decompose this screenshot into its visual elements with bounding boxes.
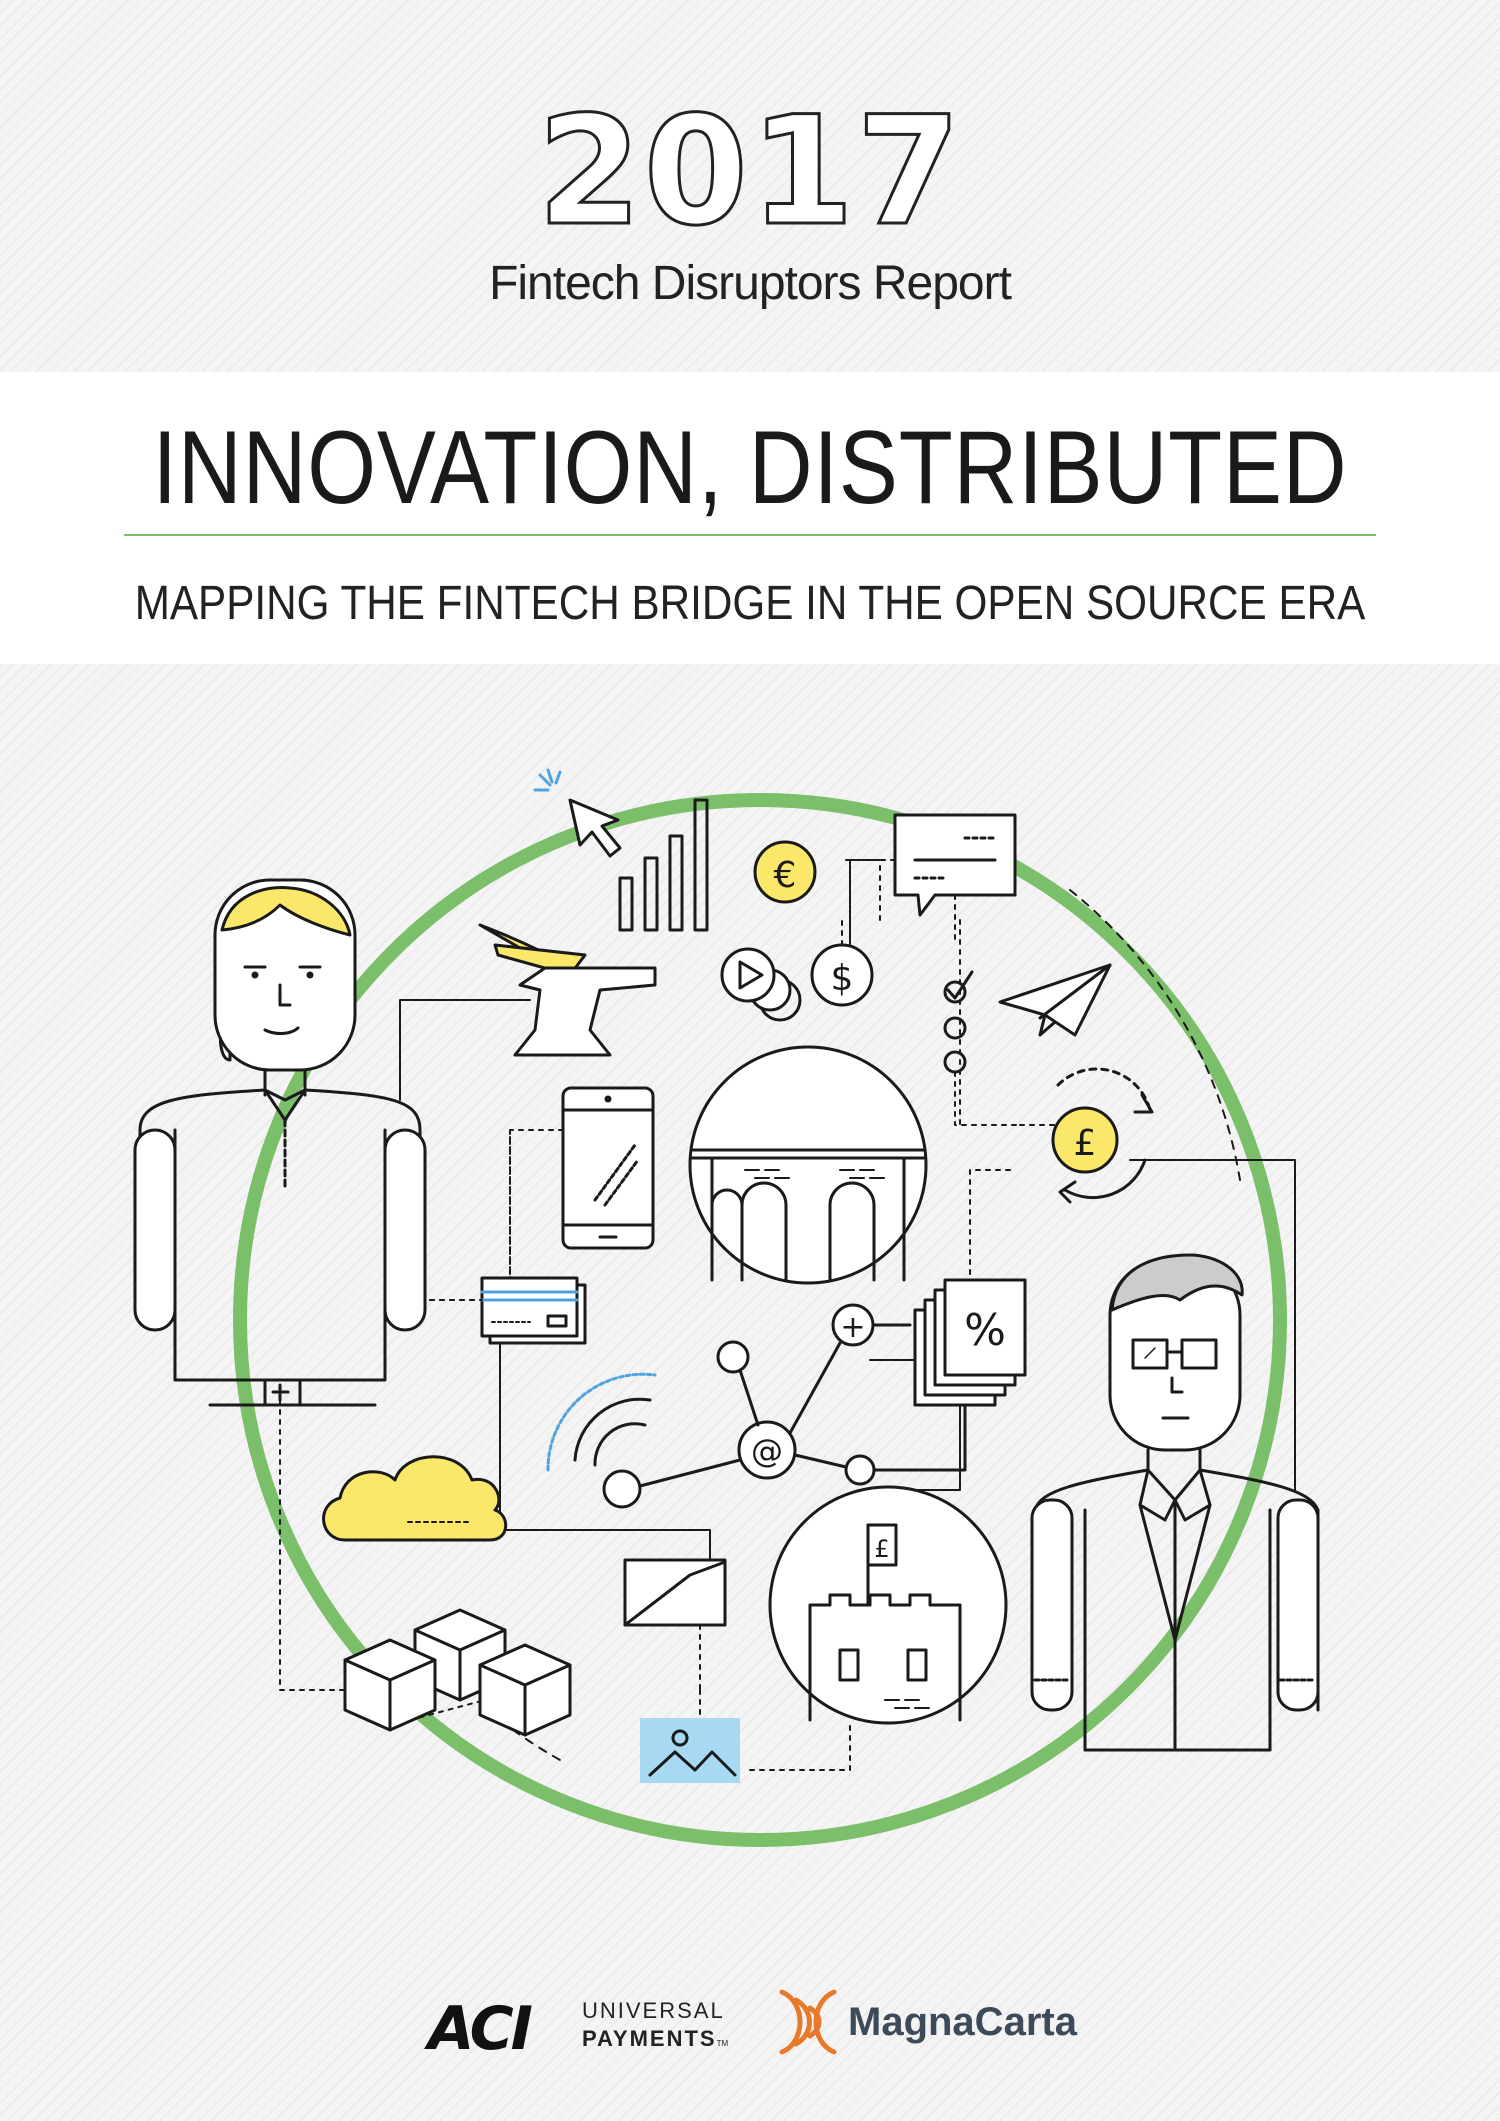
aci-tagline-line2: PAYMENTSTM bbox=[582, 2026, 728, 2052]
dollar-coin-icon: $ bbox=[810, 914, 874, 1007]
bar-chart-icon bbox=[618, 798, 709, 932]
hatched-background-top bbox=[0, 0, 1500, 372]
svg-text:€: € bbox=[774, 855, 797, 896]
svg-text:+: + bbox=[840, 1310, 865, 1345]
wifi-icon bbox=[546, 1372, 657, 1472]
cursor-icon bbox=[533, 768, 622, 858]
report-name: Fintech Disruptors Report bbox=[489, 257, 1012, 310]
svg-text:£: £ bbox=[1074, 1123, 1097, 1164]
person-right-icon bbox=[1030, 1253, 1320, 1752]
magnacarta-icon bbox=[779, 1989, 837, 2055]
aci-tagline-line1: UNIVERSAL bbox=[582, 1998, 725, 2023]
chat-bubble-icon bbox=[849, 813, 1017, 946]
picture-icon bbox=[640, 1718, 740, 1783]
title-divider bbox=[124, 534, 1376, 536]
envelope-icon bbox=[623, 1558, 727, 1691]
paper-plane-icon bbox=[998, 963, 1112, 1037]
svg-text:@: @ bbox=[751, 1432, 783, 1470]
checklist-icon bbox=[943, 970, 1021, 1126]
play-icon bbox=[720, 947, 802, 1022]
fintech-illustration: € $ bbox=[133, 768, 1320, 1847]
aci-logo: ACI bbox=[428, 1994, 533, 2064]
credit-card-icon bbox=[429, 1276, 587, 1521]
trademark-mark: TM bbox=[716, 2039, 729, 2048]
castle-icon: £ bbox=[768, 1485, 1008, 1725]
euro-coin-icon: € bbox=[753, 840, 817, 904]
bridge-icon bbox=[688, 1045, 928, 1285]
title-band bbox=[0, 372, 1500, 664]
network-icon: + @ bbox=[602, 1303, 967, 1509]
svg-text:$: $ bbox=[831, 958, 854, 999]
anvil-icon bbox=[478, 923, 657, 1057]
cubes-icon bbox=[343, 1608, 572, 1737]
magnacarta-logo: MagnaCarta bbox=[848, 2000, 1077, 2044]
page-title: INNOVATION, DISTRIBUTED bbox=[152, 410, 1348, 526]
percent-document-icon: % bbox=[913, 1278, 1027, 1407]
svg-text:£: £ bbox=[874, 1535, 889, 1563]
report-year: 2017 bbox=[536, 85, 963, 259]
aci-tagline-line2-text: PAYMENTS bbox=[582, 2026, 717, 2051]
cloud-icon bbox=[322, 1455, 711, 1556]
green-ring bbox=[233, 793, 1287, 1847]
svg-text:%: % bbox=[964, 1305, 1006, 1356]
phone-icon bbox=[509, 1086, 655, 1281]
person-left-icon bbox=[133, 878, 427, 1407]
page-subtitle: MAPPING THE FINTECH BRIDGE IN THE OPEN S… bbox=[134, 577, 1366, 630]
sponsor-logos: ACI UNIVERSAL PAYMENTSTM MagnaCarta bbox=[0, 1968, 1500, 2078]
pound-coin-icon: £ bbox=[1051, 1067, 1154, 1204]
